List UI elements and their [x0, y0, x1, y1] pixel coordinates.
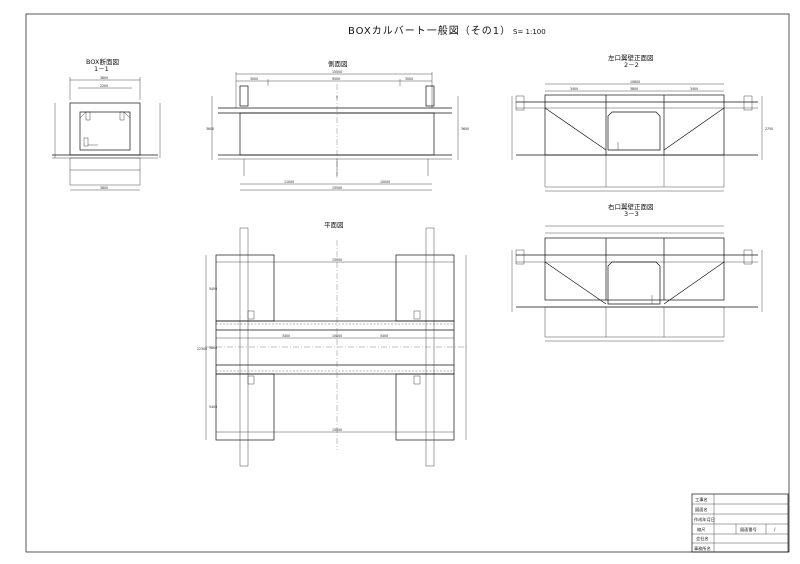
- plan-title: 平面図: [324, 221, 344, 229]
- box-section-view: BOX断面図 1－1 3800 2200 3800: [52, 57, 161, 191]
- dim-side-a: 3000: [250, 77, 258, 81]
- dim-plan-mid-a: 3400: [282, 334, 290, 338]
- dim-wing-c: 3400: [690, 87, 698, 91]
- dim-sec-bottom: 3800: [100, 186, 108, 190]
- tb-label-drawing: 図面名: [695, 506, 708, 513]
- side-title: 側面図: [328, 60, 348, 68]
- dim-side-bottom-a: 11000: [284, 180, 294, 184]
- dim-side-bottom-b: 10000: [380, 180, 390, 184]
- dim-plan-bottom: 15500: [332, 428, 342, 432]
- dim-sec-total: 3800: [100, 76, 108, 80]
- dim-plan-h-total: 22300: [197, 347, 207, 351]
- wing-right-title: 右口翼壁正面図: [608, 202, 654, 211]
- dim-side-h-left: 3600: [206, 127, 214, 131]
- svg-text:T: T: [335, 96, 338, 100]
- tb-label-date: 作成年月日: [694, 516, 715, 523]
- drawing-title: BOXカルバート一般図（その1）: [348, 24, 511, 37]
- wing-left-subtitle: 2－2: [624, 61, 639, 69]
- plan-view: 平面図 22300 15500 3400 10800 3400 15500 54…: [197, 221, 468, 467]
- tb-label-office: 事務所名: [694, 545, 711, 552]
- section-subtitle: 1－1: [94, 65, 109, 73]
- wing-right-subtitle: 3－3: [624, 210, 639, 218]
- tb-label-project: 工事名: [695, 496, 708, 503]
- dim-plan-top: 15500: [332, 258, 342, 262]
- dim-plan-h-a: 5400: [209, 287, 217, 291]
- wing-left-title: 左口翼壁正面図: [608, 53, 654, 62]
- wing-wall-right-view: 右口翼壁正面図 3－3: [511, 202, 763, 342]
- dim-sec-inner: 2200: [100, 84, 108, 88]
- dim-plan-h-b: 3800: [209, 346, 217, 350]
- tb-value-sheet-no: /: [774, 527, 776, 532]
- dim-side-bottom-total: 15500: [332, 186, 342, 190]
- dim-side-b: 9500: [332, 77, 340, 81]
- section-title: BOX断面図: [86, 57, 119, 66]
- drawing-scale: S= 1:100: [513, 28, 546, 36]
- dim-side-c: 3000: [405, 77, 413, 81]
- dim-side-h-right: 3600: [461, 127, 469, 131]
- dim-wing-h: 2750: [765, 127, 773, 131]
- sheet-border: [25, 13, 790, 553]
- dim-plan-h-c: 5400: [209, 405, 217, 409]
- side-view: 側面図 15500 3000 9500 3000 T 3600 3600: [206, 60, 469, 191]
- dim-wing-a: 3400: [570, 87, 578, 91]
- tb-label-company: 会社名: [696, 535, 709, 542]
- tb-label-sheet-no: 図面番号: [740, 526, 757, 533]
- tb-label-scale: 縮尺: [697, 526, 705, 533]
- dim-plan-mid-b: 10800: [332, 334, 342, 338]
- dim-plan-mid-c: 3400: [380, 334, 388, 338]
- title-block: 工事名 図面名 作成年月日 縮尺 図面番号 / 会社名 事務所名: [691, 493, 789, 553]
- dim-wing-b: 3800: [630, 87, 638, 91]
- wing-wall-left-view: 左口翼壁正面図 2－2 10800 3400 3800 3400 2750: [511, 53, 773, 192]
- dim-side-total: 15500: [332, 70, 342, 74]
- dim-wing-top: 10800: [630, 80, 640, 84]
